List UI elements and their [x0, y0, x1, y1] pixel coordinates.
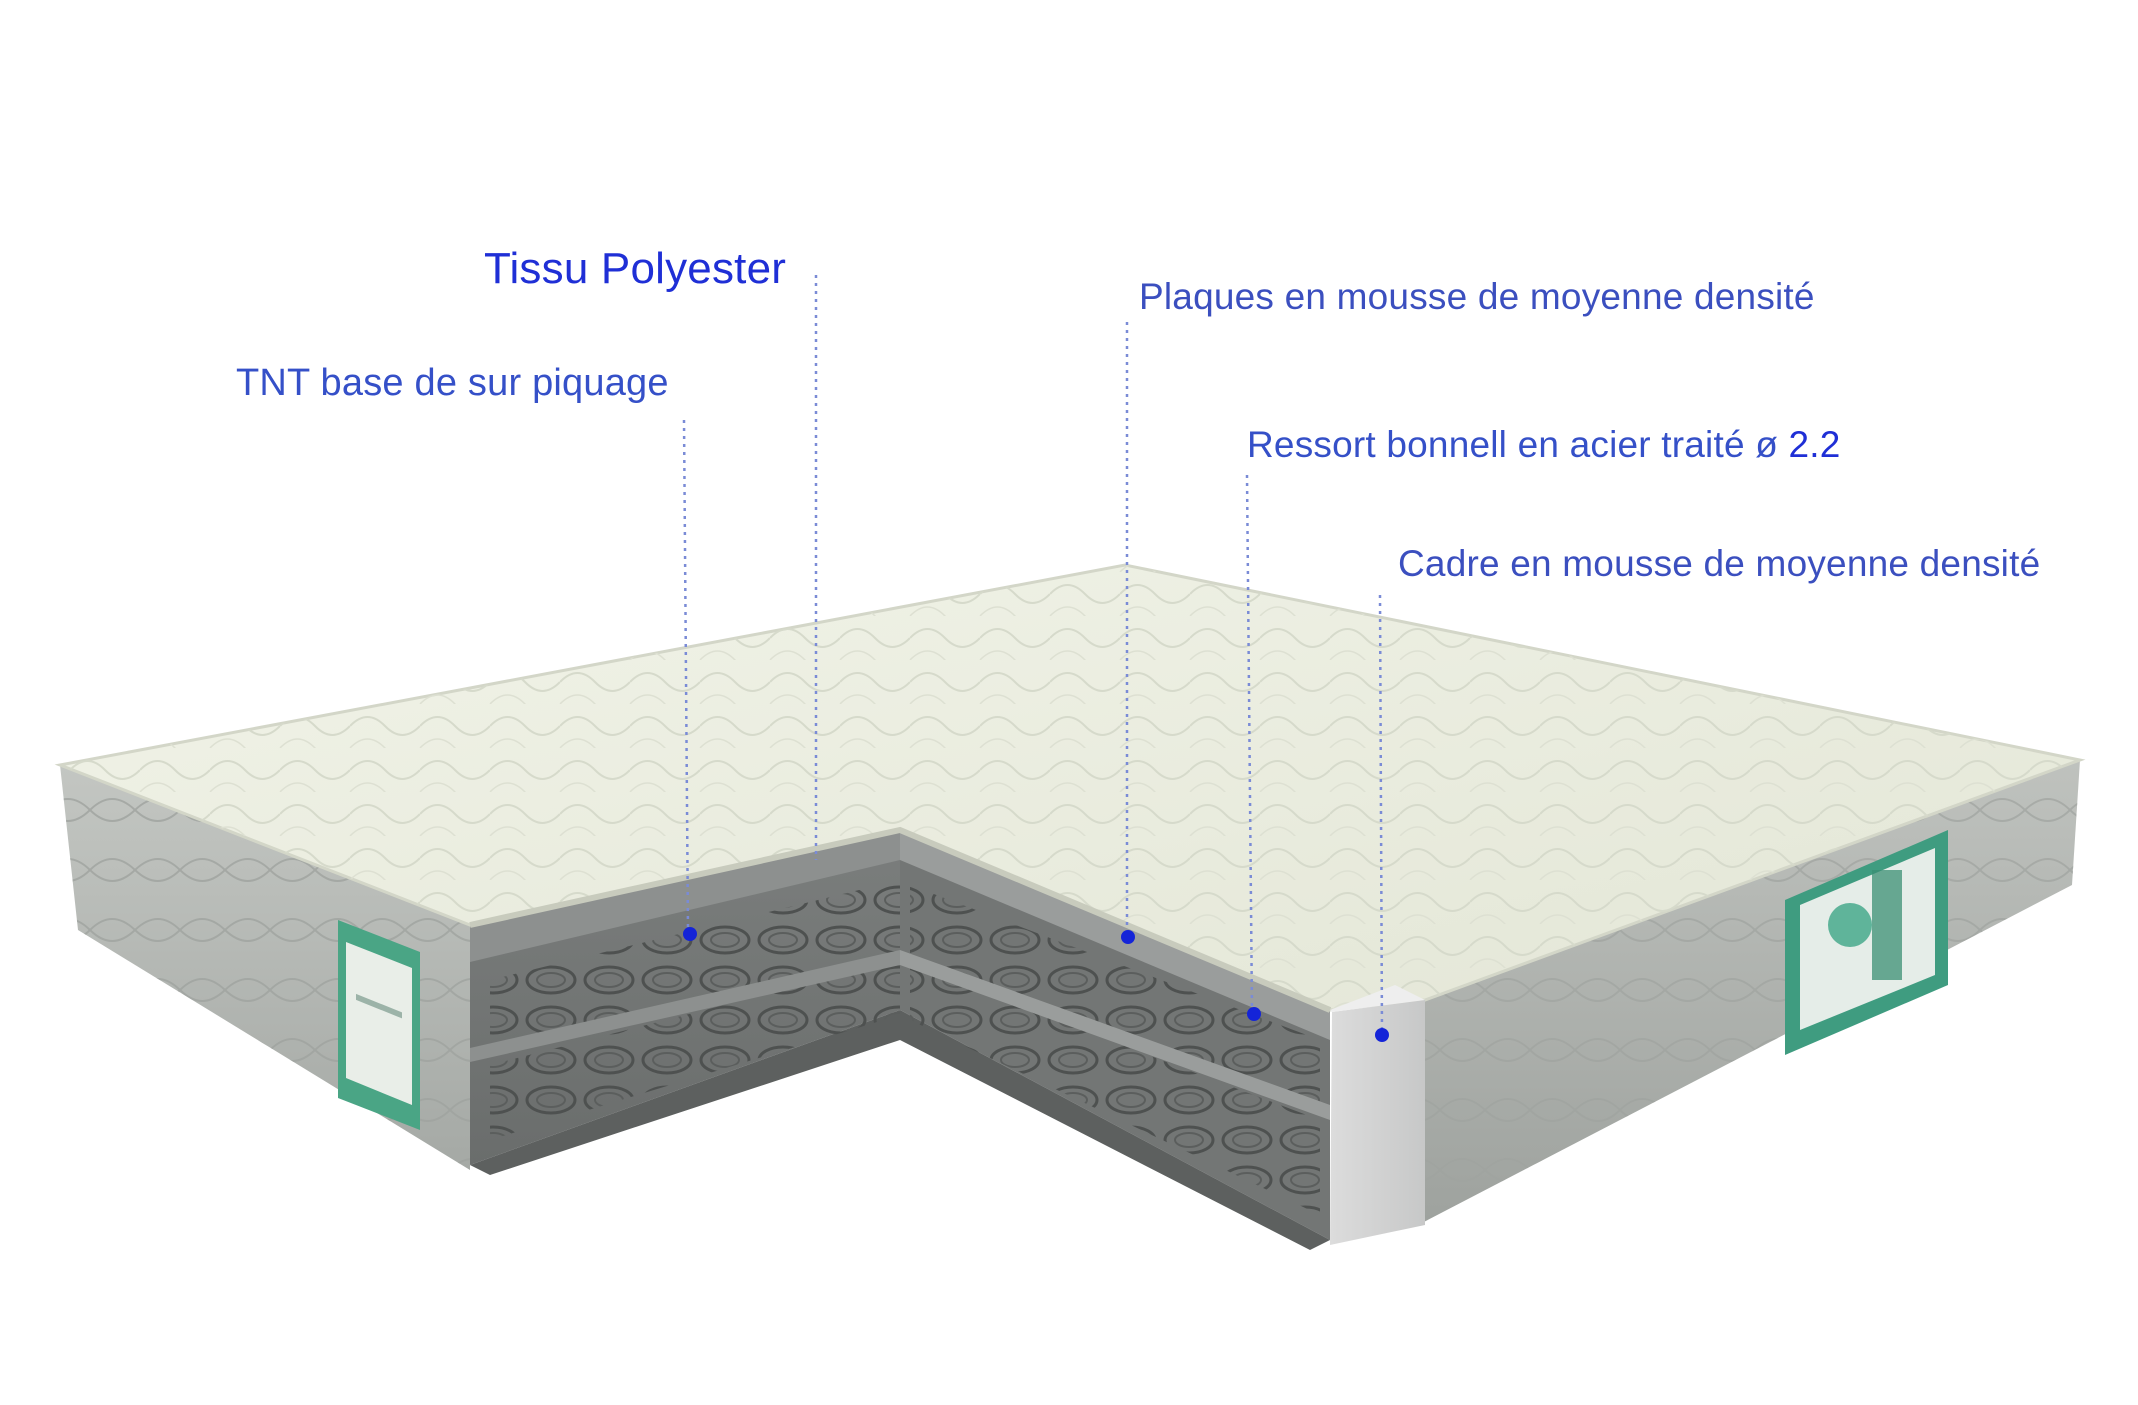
marker-ressort [1247, 1007, 1261, 1021]
spring-layer-back-upper [490, 880, 900, 1055]
spring-layer-back-lower [490, 960, 900, 1140]
label-tissu-polyester: Tissu Polyester [484, 244, 787, 293]
spring-layer-right-upper [910, 885, 1320, 1110]
foam-plate-right-mid [900, 950, 1330, 1120]
product-tag-left [338, 920, 420, 1130]
label-cadre-mousse: Cadre en mousse de moyenne densité [1398, 543, 2041, 584]
foam-plate-back-mid [470, 950, 900, 1062]
marker-plaques [1121, 930, 1135, 944]
label-plaques-mousse: Plaques en mousse de moyenne densité [1139, 276, 1815, 317]
leader-line-ressort [1245, 474, 1254, 1013]
leader-line-cadre [1378, 594, 1384, 1033]
notch-edge [469, 826, 1332, 1013]
marker-cadre [1375, 1028, 1389, 1042]
mattress-illustration [54, 275, 2086, 1250]
label-ressort-diameter: 2.2 [1788, 424, 1841, 465]
mattress-top-quilting [60, 565, 2080, 1010]
foam-frame-front [1330, 1000, 1425, 1245]
foam-plate-right [900, 830, 1330, 1040]
leader-line-tnt [682, 419, 690, 933]
foam-frame-top [1330, 985, 1425, 1012]
spring-layer-right-lower [910, 965, 1320, 1215]
product-tag-right [1785, 830, 1948, 1055]
marker-tnt [683, 927, 697, 941]
foam-plate-back [470, 830, 900, 962]
label-ressort-text: Ressort bonnell en acier traité ø [1247, 424, 1779, 465]
label-tnt-base: TNT base de sur piquage [236, 362, 669, 404]
label-ressort-bonnell: Ressort bonnell en acier traité ø 2.2 [1247, 424, 1841, 466]
